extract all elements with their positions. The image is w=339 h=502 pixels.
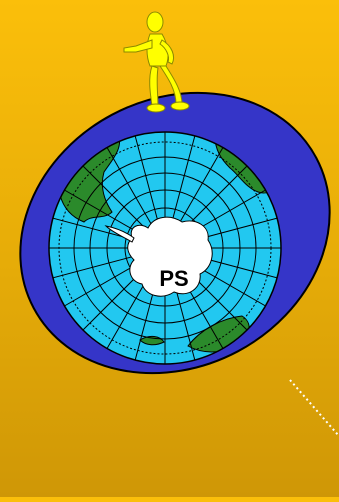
pointer-dotted-line — [290, 380, 339, 436]
pole-label: PS — [159, 266, 188, 291]
standing-person-icon — [124, 12, 189, 112]
